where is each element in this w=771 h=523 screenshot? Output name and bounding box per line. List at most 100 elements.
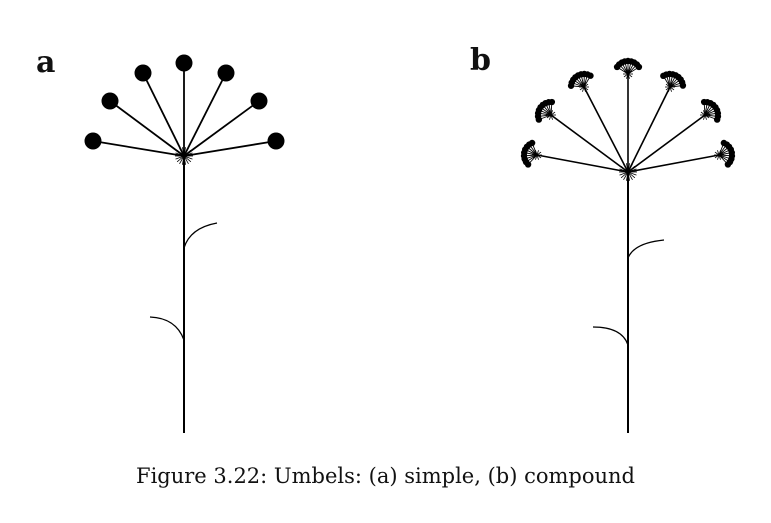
bract-tuft-line	[532, 154, 538, 159]
bract-tuft-line	[176, 155, 185, 163]
primary-ray	[550, 114, 629, 173]
bract-tuft-line	[703, 114, 706, 120]
bract-tuft-line	[183, 148, 189, 157]
bract-tuft-line	[549, 114, 552, 120]
floret	[528, 139, 536, 147]
primary-ray	[536, 154, 629, 173]
floret	[548, 98, 556, 106]
bract-tuft-line	[550, 114, 553, 120]
bract-tuft-line	[626, 73, 629, 79]
bract-tuft-line	[532, 151, 538, 156]
bract-tuft-line	[546, 114, 552, 119]
bract-tuft-line	[718, 154, 721, 160]
bract-tuft-line	[627, 163, 630, 173]
ray	[142, 72, 185, 157]
bract-tuft-line	[176, 149, 185, 157]
bract-tuft-line	[550, 111, 556, 116]
bract-tuft-line	[714, 151, 720, 156]
bract-tuft-line	[665, 83, 671, 88]
bract-tuft-line	[627, 73, 633, 78]
compound-umbel-drawing	[520, 57, 736, 433]
bract-tuft-line	[536, 151, 542, 156]
bract-tuft-line	[700, 114, 706, 119]
leaf-sheath-lower	[149, 316, 185, 341]
bract-tuft-line	[626, 69, 629, 75]
flower	[84, 132, 102, 150]
bract-tuft-line	[703, 110, 706, 116]
bract-tuft-line	[619, 171, 629, 176]
bract-tuft-line	[179, 155, 185, 164]
bract-tuft-line	[175, 155, 185, 160]
bract-tuft-line	[579, 86, 585, 91]
bract-tuft-line	[183, 149, 192, 157]
bract-tuft-line	[583, 82, 586, 88]
flower	[175, 54, 193, 72]
bract-tuft-line	[583, 83, 589, 88]
bract-tuft-line	[669, 82, 672, 88]
bract-tuft-line	[627, 73, 630, 79]
floret	[713, 116, 721, 123]
bract-tuft-line	[582, 82, 585, 88]
figure-caption: Figure 3.22: Umbels: (a) simple, (b) com…	[136, 464, 635, 488]
bract-tuft-line	[665, 86, 671, 91]
ray	[183, 140, 277, 157]
leaf-sheath-lower	[592, 326, 629, 346]
bract-tuft-line	[717, 154, 720, 160]
panel-label-b: b	[470, 43, 491, 78]
bract-tuft-line	[623, 164, 629, 173]
flower	[267, 132, 285, 150]
bract-tuft-line	[717, 150, 720, 156]
bract-tuft-line	[583, 86, 589, 91]
simple-umbel-drawing	[84, 54, 285, 433]
bract-tuft-line	[183, 152, 193, 157]
bract-tuft-line	[175, 152, 185, 157]
bract-tuft-line	[627, 171, 636, 179]
bract-tuft-line	[704, 110, 707, 116]
bract-tuft-line	[700, 111, 706, 116]
bract-tuft-line	[179, 148, 185, 157]
primary-ray	[627, 86, 671, 173]
bract-tuft-line	[627, 164, 633, 173]
bract-tuft-line	[183, 155, 192, 163]
bract-tuft-line	[627, 171, 633, 180]
bract-tuft-line	[546, 111, 552, 116]
bract-tuft-line	[704, 114, 707, 120]
bract-tuft-line	[183, 155, 189, 164]
flower	[217, 64, 235, 82]
bract-tuft-line	[536, 154, 542, 159]
bract-tuft-line	[582, 86, 585, 92]
bract-tuft-line	[627, 168, 637, 173]
floret	[587, 72, 594, 79]
bract-tuft-line	[550, 114, 556, 119]
bract-tuft-line	[623, 73, 629, 78]
bract-tuft-line	[718, 151, 724, 156]
bract-tuft-line	[182, 147, 185, 157]
bract-tuft-line	[668, 86, 671, 92]
bract-tuft-line	[536, 150, 539, 156]
bract-tuft-line	[669, 86, 672, 92]
bract-tuft-line	[182, 155, 185, 165]
bract-tuft-line	[620, 165, 629, 173]
bract-tuft-line	[627, 69, 630, 75]
bract-tuft-line	[669, 83, 675, 88]
primary-ray	[627, 154, 720, 173]
bract-tuft-line	[704, 111, 710, 116]
bract-tuft-line	[550, 110, 553, 116]
bract-tuft-line	[183, 155, 193, 160]
bract-tuft-line	[704, 114, 710, 119]
bract-tuft-line	[626, 171, 629, 181]
bract-tuft-line	[627, 70, 633, 75]
leaf-sheath-upper	[183, 222, 218, 249]
ray	[92, 140, 185, 157]
bract-tuft-line	[718, 150, 721, 156]
bract-tuft-line	[619, 168, 629, 173]
bract-tuft-line	[669, 86, 675, 91]
bract-tuft-line	[183, 155, 186, 165]
bract-tuft-line	[583, 86, 586, 92]
primary-ray	[583, 86, 629, 173]
ray	[183, 72, 227, 157]
bract-tuft-line	[627, 171, 630, 181]
bract-tuft-line	[623, 70, 629, 75]
bract-tuft-line	[626, 163, 629, 173]
